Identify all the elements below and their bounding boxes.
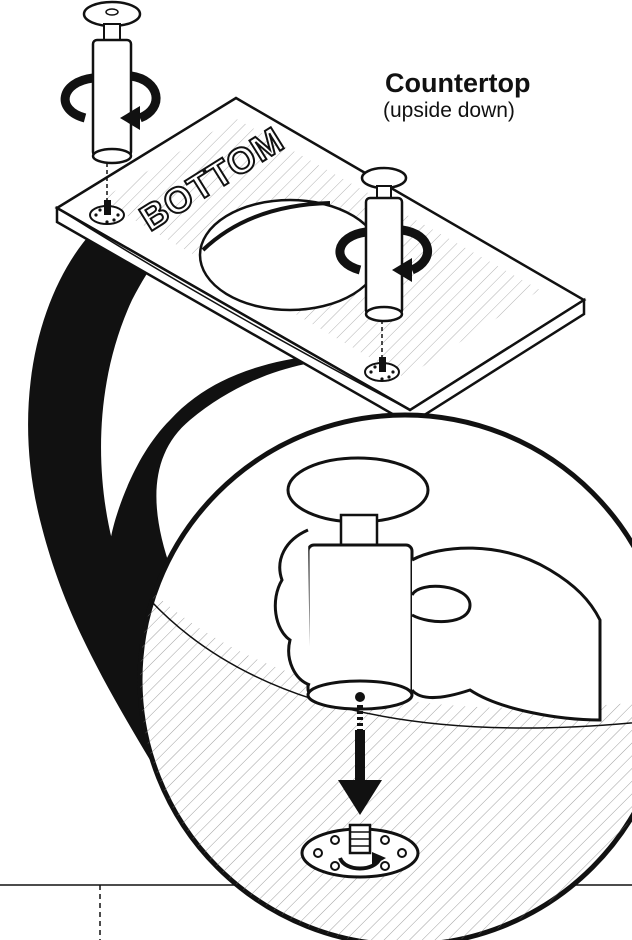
countertop: BOTTOM bbox=[57, 98, 584, 424]
detail-circle bbox=[140, 415, 632, 940]
sink-cutout bbox=[200, 200, 380, 310]
subtitle: (upside down) bbox=[383, 99, 515, 122]
title: Countertop bbox=[385, 68, 530, 98]
